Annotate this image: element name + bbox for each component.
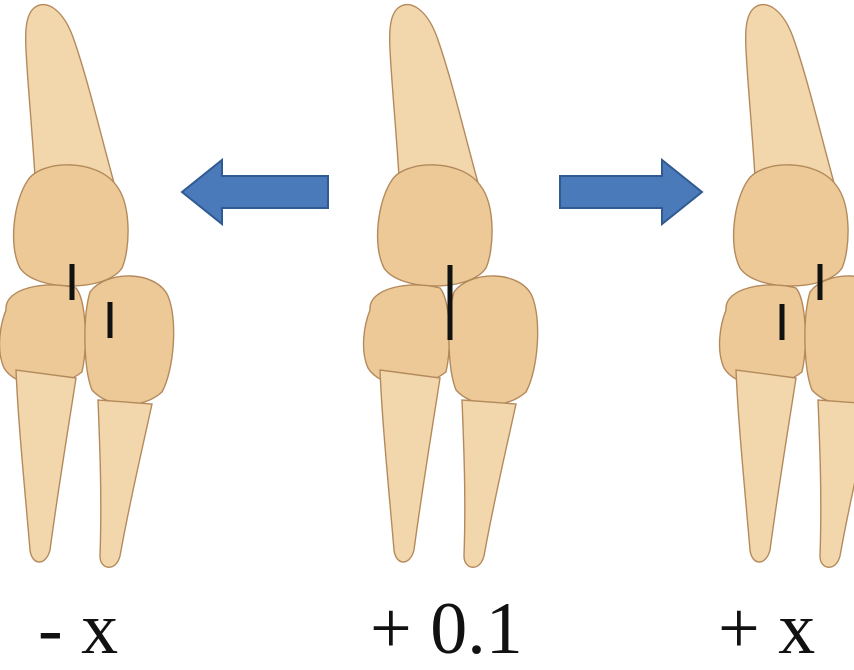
limb-left — [0, 5, 174, 568]
label-center: + 0.1 — [370, 592, 523, 666]
arrow-left-icon — [182, 160, 328, 224]
label-right: + x — [718, 592, 815, 666]
limb-center — [364, 5, 538, 568]
arrow-right-icon — [560, 160, 702, 224]
label-left: - x — [38, 592, 118, 666]
limb-right — [720, 5, 854, 568]
